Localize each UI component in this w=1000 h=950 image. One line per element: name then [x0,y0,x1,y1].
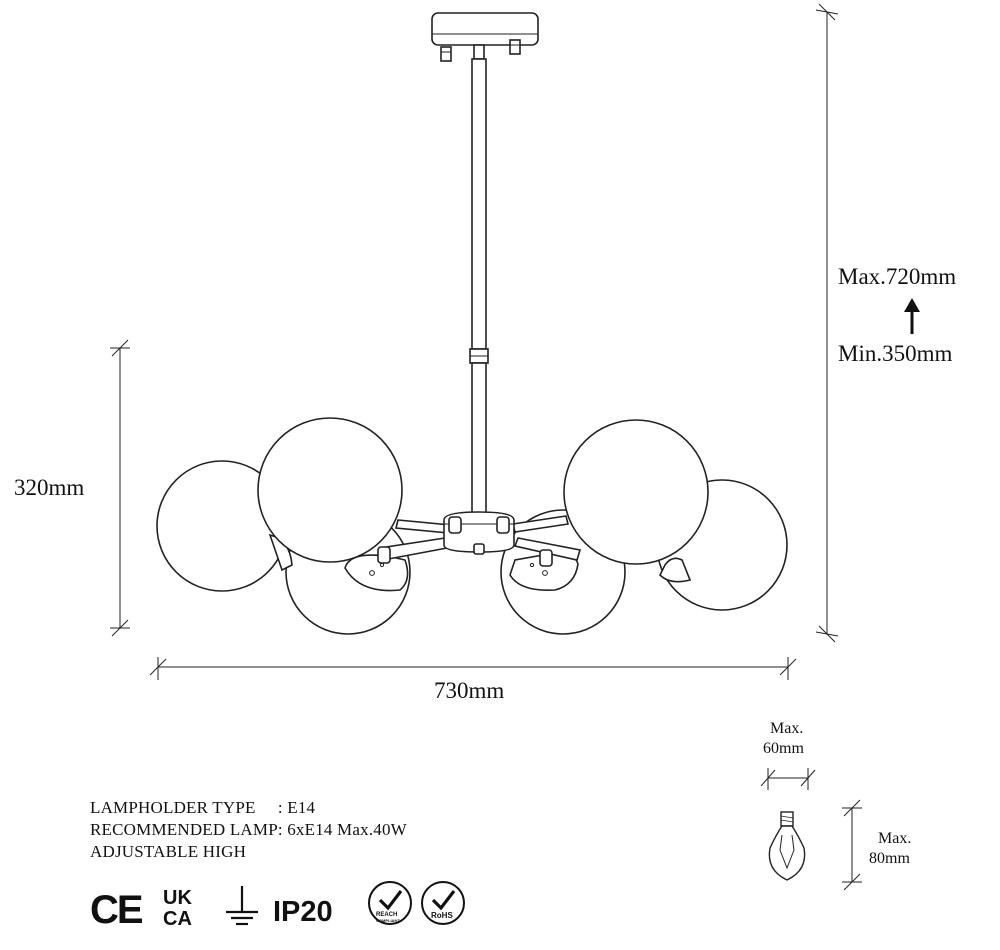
downrod [469,58,489,514]
spec-adjustable-high: ADJUSTABLE HIGH [90,842,247,861]
dimension-lines [110,3,839,680]
svg-text:CA: CA [163,908,192,930]
socket-back-left [344,554,409,592]
arrow-up-icon [904,298,920,334]
globe-front-left [257,417,403,563]
ceiling-canopy [431,12,539,62]
spec-recommended-lamp: RECOMMENDED LAMP: 6xE14 Max.40W [90,820,407,839]
ukca-mark-icon: UK CA [163,887,192,930]
bulb-width-value: 60mm [763,740,804,757]
svg-text:RoHS: RoHS [431,911,453,920]
led-bulb-icon [768,811,806,881]
rohs-badge-icon: RoHS [421,881,465,925]
bulb-height-label: Max. [878,830,911,847]
svg-text:UK: UK [163,887,192,909]
bulb-height-value: 80mm [869,850,910,867]
center-hub [443,511,515,555]
bulb-dimension-lines [760,768,862,891]
body-height-label: 320mm [14,475,84,500]
globe-left-outer [156,460,293,592]
arms [377,515,582,567]
globe-front-right [563,419,709,565]
height-min-label: Min.350mm [838,341,952,366]
spec-lampholder-type: LAMPHOLDER TYPE : E14 [90,798,316,817]
ip-rating-label: IP20 [273,896,333,928]
ce-mark-icon: CE [90,888,143,932]
height-max-label: Max.720mm [838,264,956,289]
bulb-width-label: Max. [770,720,803,737]
svg-text:COMPLIANT: COMPLIANT [376,918,400,923]
width-label: 730mm [434,678,504,703]
ground-symbol-icon [226,886,258,926]
svg-text:REACH: REACH [376,912,397,918]
reach-badge-icon: REACH COMPLIANT [368,881,412,925]
